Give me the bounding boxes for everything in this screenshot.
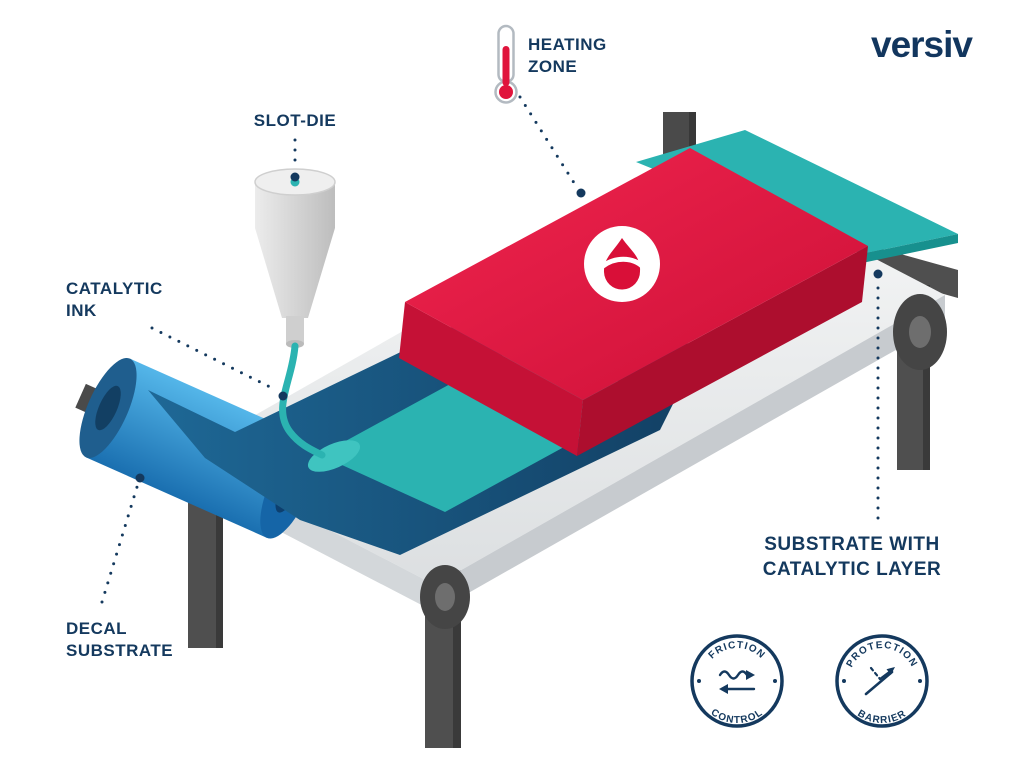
versiv-logo: versiv [871,24,973,65]
leader-lines [100,95,883,604]
leader-catalytic-ink [150,326,278,392]
decal-substrate-line1: DECAL [66,619,128,638]
right-roller [893,294,947,370]
flame-logo [584,226,660,302]
catalytic-ink-stream [279,342,326,459]
friction-arrows-icon [718,670,756,694]
substrate-catalytic-line2: CATALYTIC LAYER [762,559,942,580]
catalytic-ink-line1: CATALYTIC [66,279,163,298]
coated-substrate-sheet [636,130,958,263]
slot-die-hopper [254,168,336,348]
leader-decal-substrate [100,485,139,604]
leader-heating-zone [518,95,578,188]
deflection-arrow-icon [864,666,895,696]
heating-zone-line1: HEATING [528,35,607,54]
slot-die-label: SLOT-DIE [253,111,337,130]
heating-block [399,148,868,456]
front-guide-roller [420,565,470,629]
badge-ring [690,634,784,728]
thermometer-icon [494,24,518,104]
substrate-catalytic-label: SUBSTRATE WITH CATALYTIC LAYER [700,532,1004,582]
decal-substrate-line2: SUBSTRATE [66,641,174,660]
heating-zone-line2: ZONE [528,57,578,76]
heating-zone-label: HEATING ZONE [528,34,607,78]
catalytic-ink-label: CATALYTIC INK [66,278,163,322]
catalytic-ink-line2: INK [66,301,97,320]
friction-control-badge: FRICTION CONTROL [690,634,784,728]
substrate-catalytic-line1: SUBSTRATE WITH [764,534,940,555]
protection-barrier-badge: PROTECTION BARRIER [835,634,929,728]
decal-substrate-label: DECAL SUBSTRATE [66,618,173,662]
